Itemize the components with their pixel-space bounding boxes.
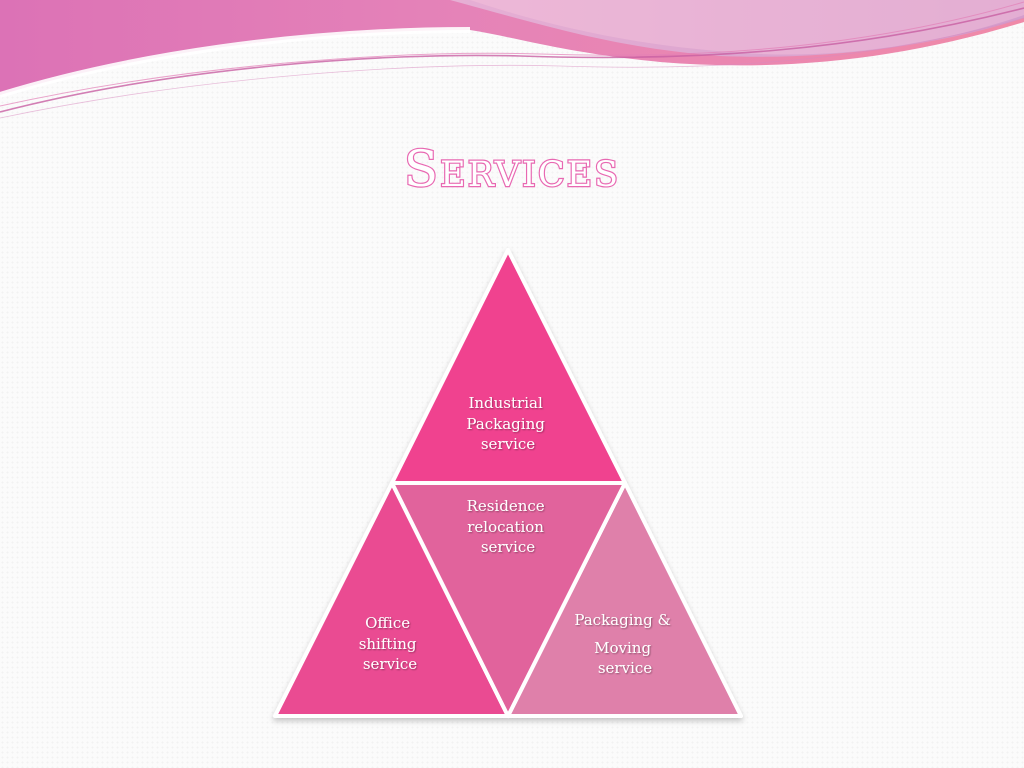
top-banner	[0, 0, 1024, 119]
label-line: service	[598, 659, 652, 677]
label-line: Office	[365, 614, 410, 632]
label-packaging-moving: Packaging & Moving service	[574, 611, 675, 677]
label-line: Moving	[594, 639, 651, 657]
center-triangle	[390, 481, 627, 718]
label-line: shifting	[359, 635, 417, 653]
label-office-shifting: Office shifting service	[359, 614, 422, 673]
slide-title: Services	[404, 140, 620, 198]
label-line: Residence	[467, 497, 545, 515]
label-line: Industrial	[468, 394, 542, 412]
services-pyramid	[273, 248, 743, 718]
label-industrial-packaging: Industrial Packaging service	[466, 394, 549, 453]
label-line: Packaging	[466, 415, 545, 433]
label-line: service	[481, 435, 535, 453]
label-line: Packaging &	[574, 611, 671, 629]
label-line: relocation	[467, 518, 544, 536]
label-line: service	[481, 538, 535, 556]
label-residence-relocation: Residence relocation service	[467, 497, 550, 556]
label-line: service	[363, 655, 417, 673]
